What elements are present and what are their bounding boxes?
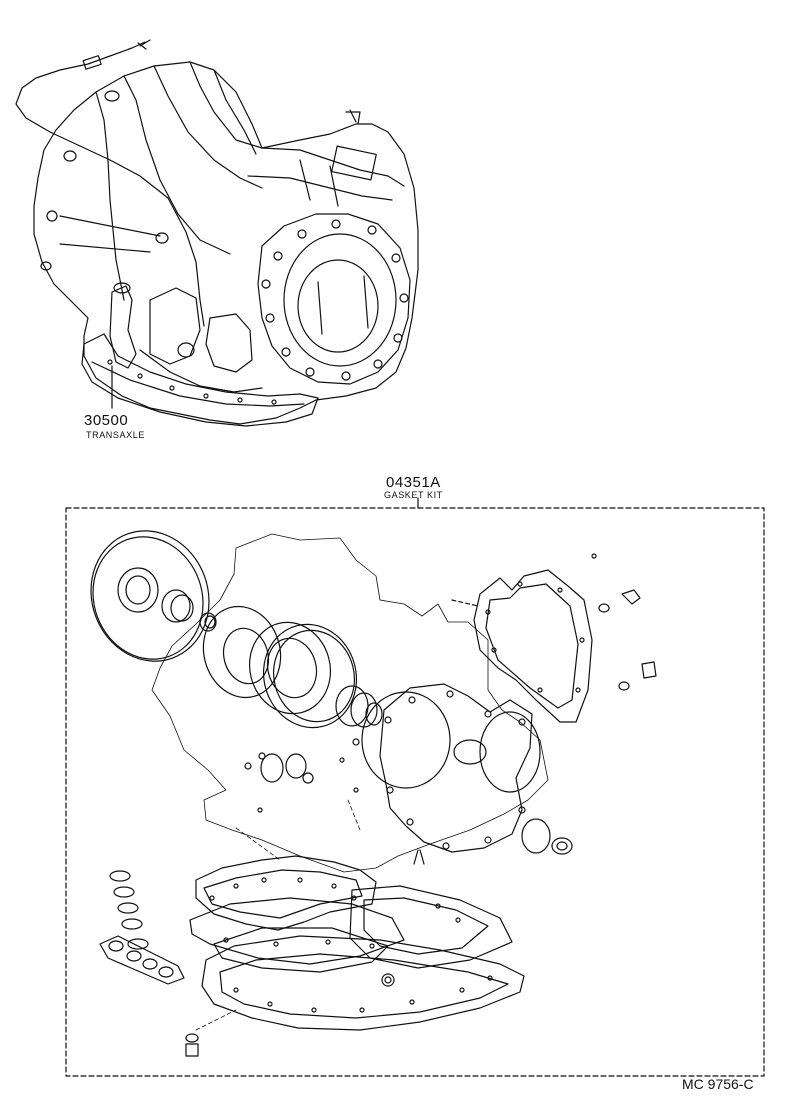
transaxle-part-number: 30500 xyxy=(84,412,129,429)
oil-pan xyxy=(82,334,318,426)
accumulator-gasket xyxy=(100,936,184,984)
pan-drain-plug xyxy=(186,1034,198,1056)
transaxle-part-name: TRANSAXLE xyxy=(86,430,145,440)
side-oring xyxy=(522,819,550,853)
valve-body-gaskets xyxy=(190,856,404,972)
gasket-kit-part-name: GASKET KIT xyxy=(384,490,443,500)
transaxle-housing xyxy=(34,62,418,424)
shift-cable xyxy=(16,42,204,326)
transaxle-illustration xyxy=(16,40,418,426)
drain-plug xyxy=(552,838,572,854)
oil-pan-gasket xyxy=(202,936,524,1030)
case-reference-outline xyxy=(152,534,548,872)
gasket-kit-illustration xyxy=(73,514,656,1056)
rear-cover-gasket xyxy=(380,684,532,852)
clutch-rings xyxy=(193,598,382,738)
oil-pump-oring xyxy=(73,514,227,678)
side-cover xyxy=(258,214,410,384)
gasket-kit-frame xyxy=(66,508,764,1076)
upper-cover-gasket xyxy=(474,570,592,722)
oil-seal xyxy=(118,568,216,631)
gasket-kit-part-number: 04351A xyxy=(386,474,441,491)
drawing-code: MC 9756-C xyxy=(682,1076,754,1092)
oring-set xyxy=(110,871,148,949)
small-seals xyxy=(245,739,359,812)
